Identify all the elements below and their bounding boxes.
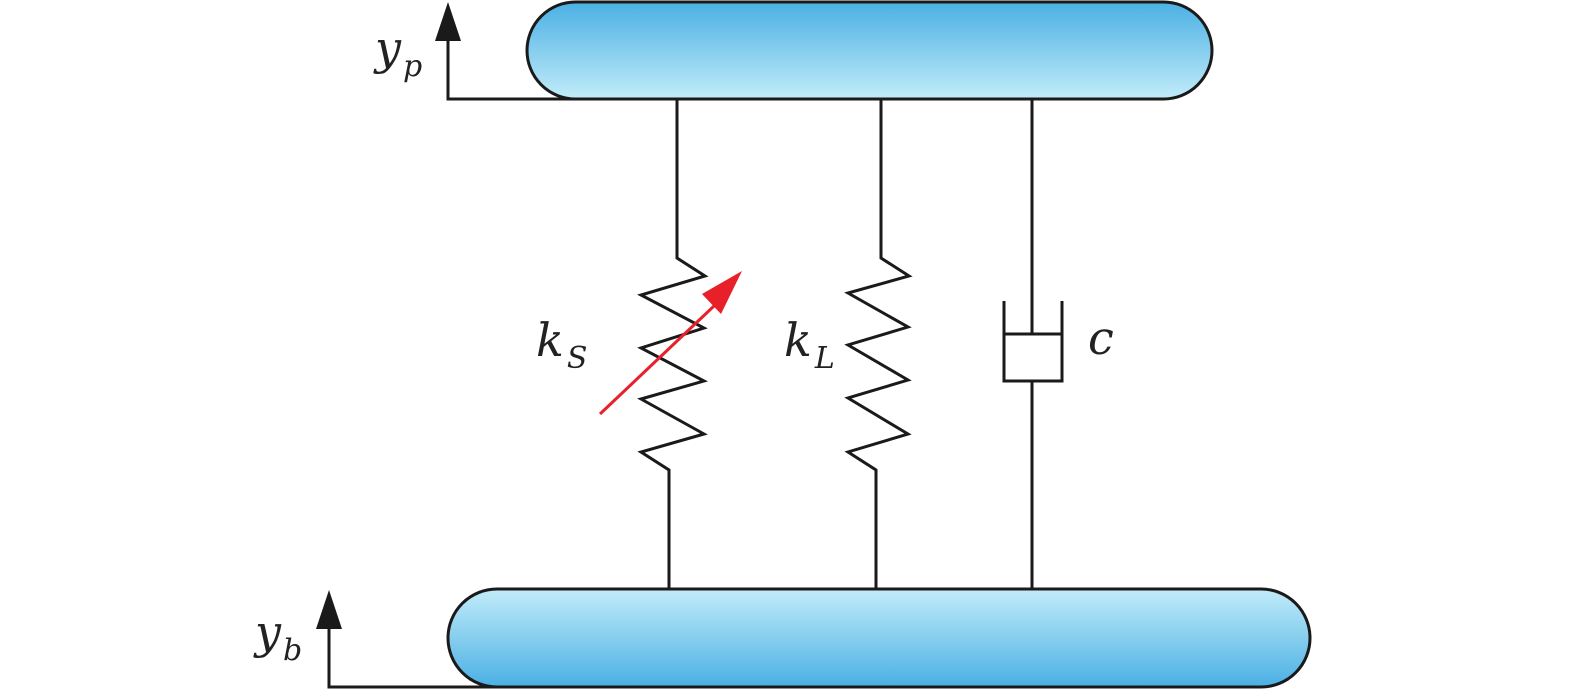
damping-coefficient-label: c (1088, 311, 1114, 365)
damper (1002, 99, 1064, 589)
platform-displacement-indicator (435, 2, 578, 101)
variable-stiffness-arrow-shaft (598, 304, 716, 416)
platform-displacement-label: yp (373, 21, 422, 84)
base-displacement-axis (327, 624, 498, 689)
variable-spring-coil (637, 99, 709, 589)
platform-displacement-arrowhead (435, 2, 461, 41)
variable-stiffness-arrowhead (702, 271, 742, 314)
base-displacement-indicator (316, 590, 498, 689)
base-displacement-arrowhead (316, 590, 342, 629)
platform-displacement-axis (446, 36, 578, 101)
top-platform-plate (525, 0, 1214, 101)
base-plate (446, 587, 1312, 689)
linear-spring (844, 99, 913, 589)
base-displacement-label: yb (253, 605, 302, 668)
linear-spring-coil (844, 99, 913, 589)
variable-stiffness-spring (598, 99, 742, 589)
